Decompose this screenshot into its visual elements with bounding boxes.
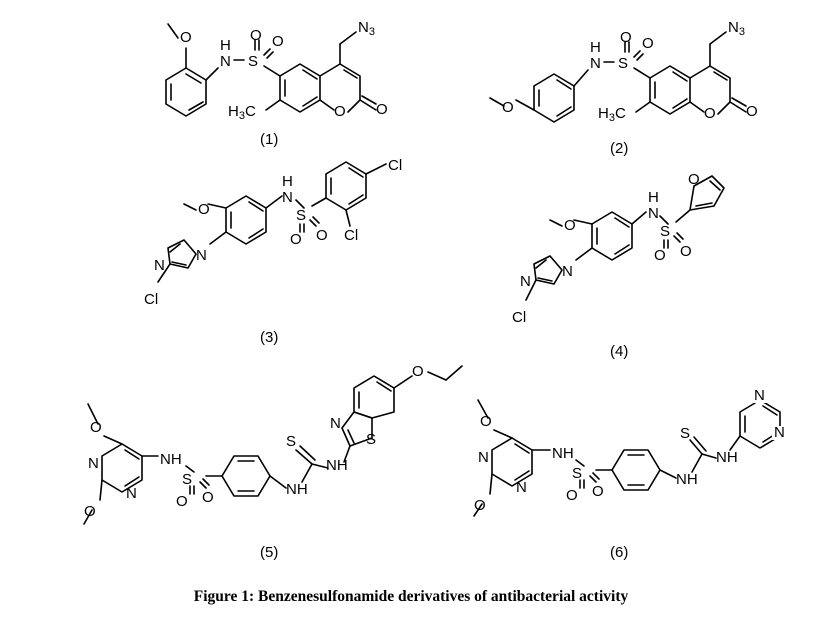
c6-atom-O-methoxy-1: O [480,413,492,430]
c1-atom-O-sulfonyl-2: O [272,33,284,50]
c1-atom-O-sulfonyl-1: O [250,27,262,44]
c6-atom-O-methoxy-2: O [474,497,486,514]
c3-atom-O-methoxy: O [198,201,210,218]
c2-atom-methyl: H3C [598,105,626,124]
c2-atom-O-sulfonyl-1: O [620,29,632,46]
compound-3-structure: O N N Cl H N S O O Cl Cl [144,157,402,308]
figure-caption: Figure 1: Benzenesulfonamide derivatives… [193,588,629,605]
c4-atom-O-sulfonyl-2: O [680,243,692,260]
c3-atom-H: H [282,173,293,190]
c4-atom-O-methoxy: O [564,217,576,234]
c6-atom-N-pyrazine-4: N [774,424,785,441]
compound-6-structure: O N N O NH S O O NH S NH N N [473,387,788,517]
compound-label-5: (5) [260,544,279,561]
c2-atom-O-ring: O [704,105,716,122]
c6-atom-N-pyrimidine-3: N [516,479,527,496]
c4-atom-N-imidazole-3: N [520,273,531,290]
c3-atom-N-imidazole-3: N [154,257,165,274]
c2-atom-N3: N3 [728,19,745,38]
c6-atom-N-pyrimidine-1: N [478,449,489,466]
c1-atom-N3: N3 [358,19,375,38]
c2-atom-N: N [590,55,601,72]
c2-atom-O-methoxy: O [502,99,514,116]
c6-atom-S-thione: S [680,425,690,442]
c5-atom-O-methoxy-1: O [90,419,102,436]
c6-atom-N-pyrazine-1: N [754,387,765,404]
c4-atom-O-furan: O [688,171,700,188]
c2-atom-O-carbonyl: O [746,103,758,120]
c5-atom-NH-3: NH [326,457,348,474]
c3-atom-Cl-para: Cl [388,157,402,174]
c1-atom-O-methoxy: O [180,29,192,46]
compound-label-2: (2) [610,140,629,157]
c5-atom-S-sulfonyl: S [182,471,192,488]
c3-atom-O-sulfonyl-1: O [290,231,302,248]
c4-atom-N-imidazole-1: N [562,263,573,280]
c3-atom-S: S [296,207,306,224]
c6-atom-O-sulfonyl-1: O [566,487,578,504]
c2-atom-O-sulfonyl-2: O [642,35,654,52]
c5-atom-O-methoxy-2: O [84,503,96,520]
compound-4-structure: O N N Cl H N S O O O [512,171,725,326]
c6-atom-O-sulfonyl-2: O [592,483,604,500]
c5-atom-N-pyrimidine-3: N [126,485,137,502]
c3-atom-O-sulfonyl-2: O [316,227,328,244]
c3-atom-Cl-ortho: Cl [344,227,358,244]
c3-atom-N-imidazole-1: N [196,247,207,264]
compound-1-structure: O H N O O S O O N3 H3C [165,19,388,122]
c5-atom-S-thiazole: S [366,431,376,448]
compound-label-4: (4) [610,343,629,360]
c1-atom-O-ring: O [334,103,346,120]
c4-atom-S: S [660,223,670,240]
compound-label-6: (6) [610,544,629,561]
c5-atom-O-sulfonyl-2: O [202,489,214,506]
c5-atom-S-thione: S [286,433,296,450]
c5-atom-O-ethoxy: O [412,363,424,380]
c6-atom-S-sulfonyl: S [572,465,582,482]
c6-atom-NH-1: NH [552,445,574,462]
c4-atom-N: N [648,205,659,222]
c1-atom-H: H [220,37,231,54]
c5-atom-N-thiazole: N [330,415,341,432]
c6-atom-NH-3: NH [716,449,738,466]
c5-atom-NH-2: NH [286,481,308,498]
c1-atom-O-carbonyl: O [376,101,388,118]
c1-atom-N: N [220,53,231,70]
c5-atom-O-sulfonyl-1: O [176,493,188,510]
c3-atom-Cl-imidazole: Cl [144,291,158,308]
compound-label-1: (1) [260,131,279,148]
c6-atom-NH-2: NH [676,471,698,488]
compound-2-structure: O H N O O S O O N3 H3C [489,19,758,124]
compound-5-structure: O N N O NH S O O NH S NH N S O [83,363,463,525]
c3-atom-N: N [282,189,293,206]
c4-atom-Cl: Cl [512,309,526,326]
c5-atom-N-pyrimidine-1: N [88,455,99,472]
c2-atom-H: H [590,39,601,56]
c5-atom-NH-1: NH [160,451,182,468]
c2-atom-S: S [618,55,628,72]
c4-atom-O-sulfonyl-1: O [654,247,666,264]
c1-atom-S: S [248,53,258,70]
c4-atom-H: H [648,189,659,206]
compound-label-3: (3) [260,329,279,346]
c1-atom-methyl: H3C [228,103,256,122]
